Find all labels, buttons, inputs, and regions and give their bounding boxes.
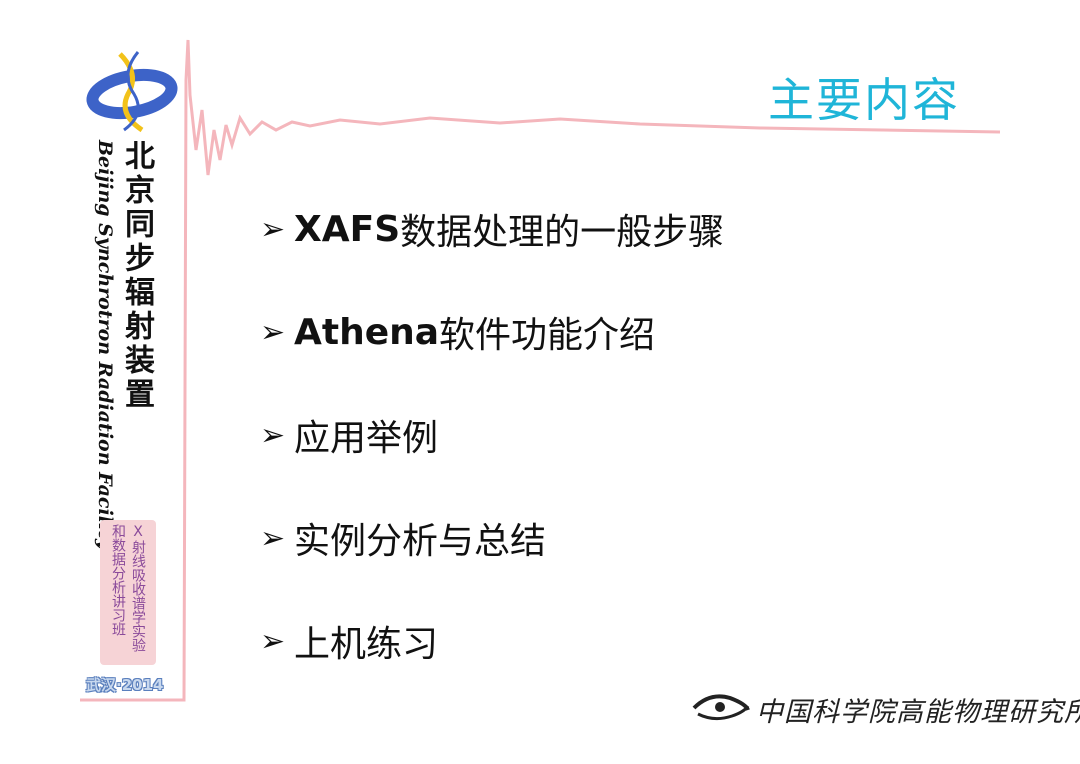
ihep-logo-icon — [692, 694, 750, 721]
org-name-en: Beijing Synchrotron Radiation Facility — [94, 140, 116, 550]
institute-name: 中国科学院高能物理研究所 — [756, 697, 1080, 728]
bullet-text: 软件功能介绍 — [439, 315, 656, 356]
workshop-line-2: 和数据分析讲习班 — [110, 524, 126, 636]
bsrf-logo-icon — [86, 51, 178, 133]
arrow-bullet-icon: ➢ — [260, 417, 286, 453]
arrow-bullet-icon: ➢ — [260, 314, 286, 350]
arrow-bullet-icon: ➢ — [260, 623, 286, 659]
bullet-bold: Athena — [294, 311, 440, 353]
bullet-text: 上机练习 — [294, 624, 439, 665]
slide-title: 主要内容 — [768, 73, 960, 127]
arrow-bullet-icon: ➢ — [260, 520, 286, 556]
bullet-item: ➢ 上机练习 — [260, 612, 724, 670]
bullet-text: 数据处理的一般步骤 — [400, 212, 725, 253]
year-badge: 武汉·2014 — [86, 676, 164, 694]
org-name-cn: 北京同步辐射装置 — [119, 140, 154, 412]
workshop-box: X射线吸收谱学实验 和数据分析讲习班 — [100, 520, 156, 665]
bullet-bold: XAFS — [294, 208, 401, 250]
arrow-bullet-icon: ➢ — [260, 211, 286, 247]
bullet-text: 实例分析与总结 — [294, 521, 547, 562]
bullet-item: ➢ 应用举例 — [260, 406, 724, 464]
bullet-item: ➢ 实例分析与总结 — [260, 509, 724, 567]
bullet-text: 应用举例 — [294, 418, 439, 459]
workshop-line-1: X射线吸收谱学实验 — [130, 524, 146, 652]
